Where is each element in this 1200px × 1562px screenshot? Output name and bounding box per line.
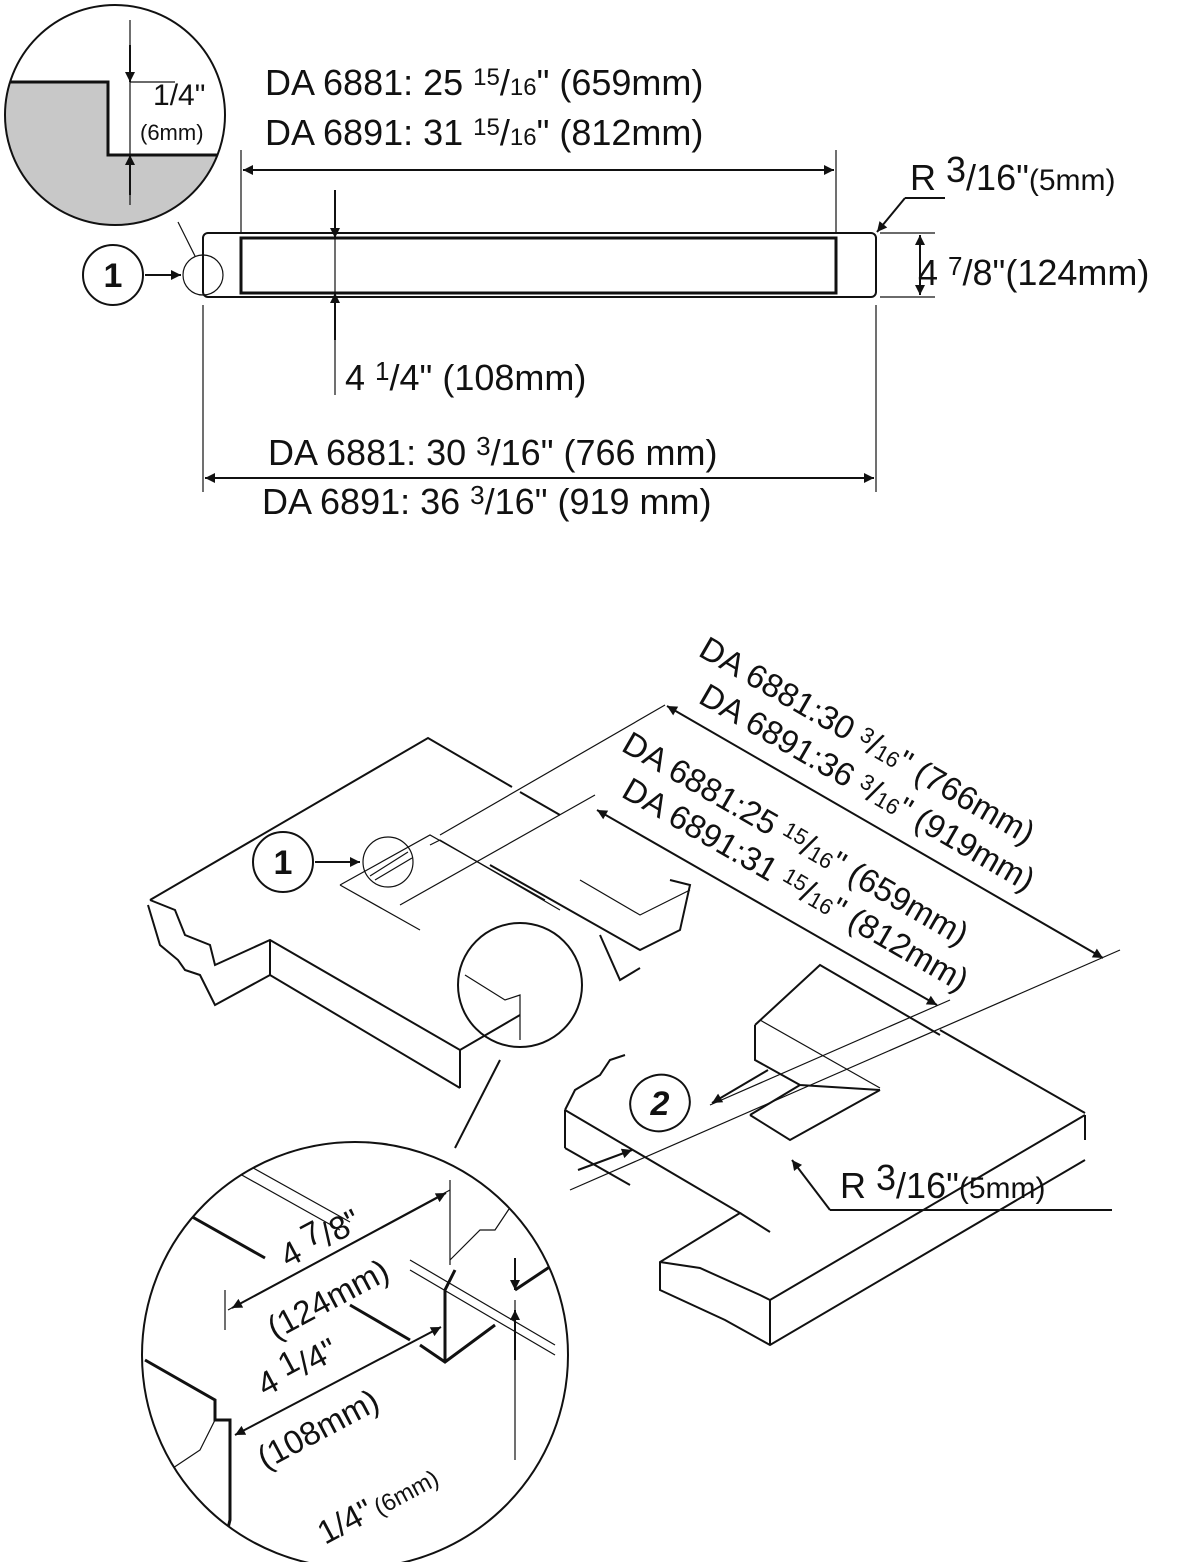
svg-text:1/4"(6mm): 1/4"(6mm) — [311, 1457, 444, 1551]
step-depth-label: 1/4" — [153, 79, 205, 112]
svg-text:4 1/4" (108mm): 4 1/4" (108mm) — [345, 356, 586, 398]
iso-outer-width-dimension: DA 6881:30 3/16" (766mm) DA 6891:36 3/16… — [439, 629, 1121, 1191]
svg-text:R 3/16"(5mm): R 3/16"(5mm) — [840, 1157, 1046, 1206]
right-countertop — [564, 963, 1086, 1347]
outer-width-dimension: DA 6881: 30 3/16" (766 mm) DA 6891: 36 3… — [202, 305, 877, 522]
svg-text:DA 6891: 31 15/16" (812mm): DA 6891: 31 15/16" (812mm) — [265, 112, 703, 153]
svg-text:R 3/16"(5mm): R 3/16"(5mm) — [910, 149, 1116, 198]
svg-text:1: 1 — [104, 257, 123, 295]
inner-height-dimension: 4 1/4" (108mm) — [330, 190, 586, 398]
svg-text:4 7/8"(124mm): 4 7/8"(124mm) — [918, 251, 1149, 293]
inner-width-dimension: DA 6881: 25 15/16" (659mm) DA 6891: 31 1… — [240, 62, 837, 233]
outer-height-dimension: 4 7/8"(124mm) — [880, 232, 1149, 298]
svg-text:2: 2 — [650, 1085, 670, 1123]
callout-2-iso: 2 — [577, 1069, 769, 1171]
svg-text:DA 6881: 30 3/16" (766 mm): DA 6881: 30 3/16" (766 mm) — [268, 431, 718, 473]
svg-text:1: 1 — [274, 844, 293, 882]
step-depth-mm: (6mm) — [140, 120, 204, 145]
cover-plate-top — [202, 232, 877, 298]
iso-inner-width-dimension: DA 6881:25 15/16" (659mm) DA 6891:31 15/… — [399, 724, 975, 1106]
svg-text:(124mm): (124mm) — [261, 1252, 395, 1347]
left-countertop — [147, 736, 692, 1089]
svg-text:DA 6891: 36 3/16" (919 mm): DA 6891: 36 3/16" (919 mm) — [262, 480, 712, 522]
zoom-detail-circle: 4 7/8" (124mm) 4 1/4" (108mm) 1/4"(6mm) — [141, 1141, 569, 1562]
small-detail-circle — [454, 922, 583, 1149]
top-detail-circle: 1/4" (6mm) — [4, 4, 226, 257]
callout-1-iso: 1 — [252, 831, 414, 893]
radius-dimension-top: R 3/16"(5mm) — [876, 149, 1116, 233]
svg-text:4 7/8": 4 7/8" — [270, 1194, 366, 1274]
svg-text:DA 6881: 25 15/16" (659mm): DA 6881: 25 15/16" (659mm) — [265, 62, 703, 103]
iso-radius-dimension: R 3/16"(5mm) — [791, 1157, 1112, 1211]
